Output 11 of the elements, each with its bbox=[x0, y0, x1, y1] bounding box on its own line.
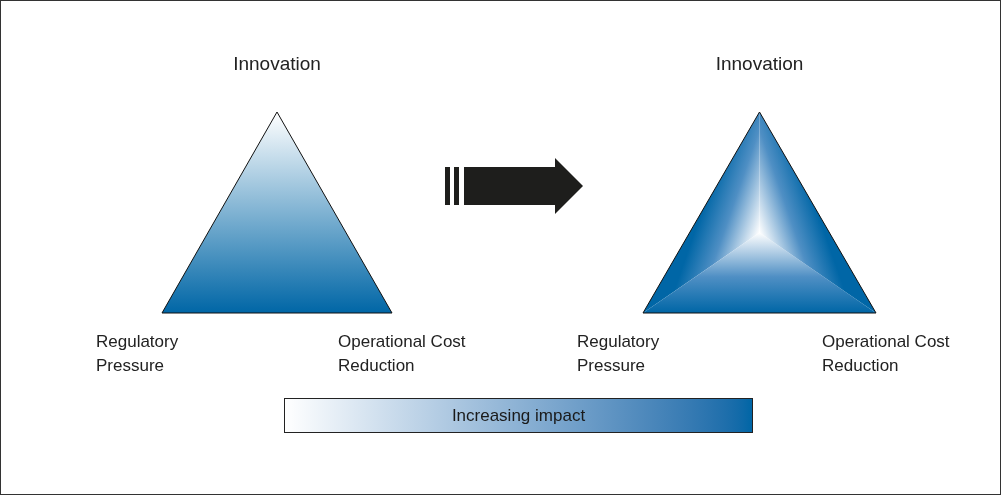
triangle-corner-label: Regulatory Pressure bbox=[577, 331, 661, 377]
gradient-bar bbox=[284, 398, 753, 433]
triangle-corner-label: Operational Cost Reduction bbox=[338, 331, 467, 377]
triangle-apex-label: Innovation bbox=[714, 52, 805, 76]
gradient-triangle bbox=[162, 112, 392, 313]
gradient-triangle bbox=[643, 112, 876, 313]
triangle-corner-label: Regulatory Pressure bbox=[96, 331, 180, 377]
triangle-corner-label: Operational Cost Reduction bbox=[822, 331, 951, 377]
triangle-apex-label: Innovation bbox=[232, 52, 322, 76]
bar-label: Increasing impact bbox=[451, 404, 586, 427]
block-arrow bbox=[445, 158, 583, 214]
